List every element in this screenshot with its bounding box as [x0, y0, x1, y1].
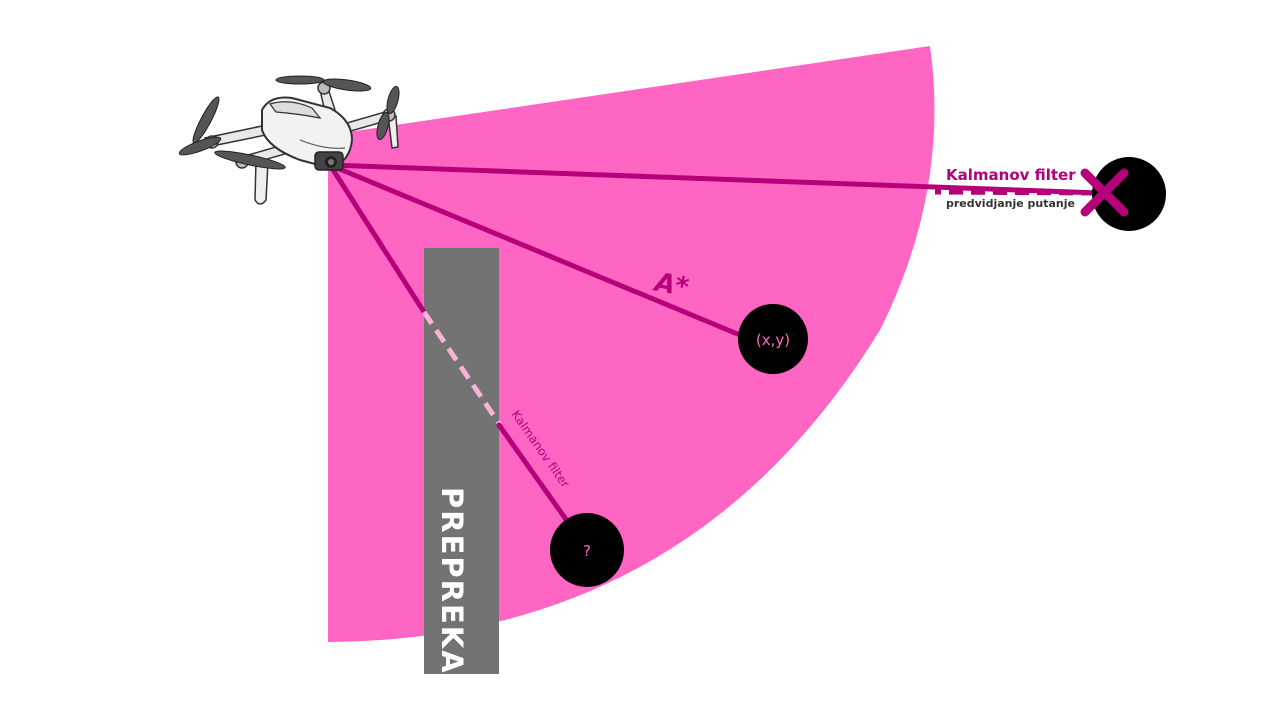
path-line-to-obstacle — [327, 162, 427, 315]
target-hidden — [550, 513, 624, 587]
path-line-kalman-top — [327, 162, 1103, 196]
target-lost — [1092, 157, 1166, 231]
sensor-cone — [328, 46, 935, 642]
x-mark-icon — [1080, 168, 1129, 217]
obstacle-label: PREPREKA — [435, 487, 469, 675]
kalman-top-sublabel: predvidjanje putanje — [946, 197, 1075, 210]
path-line-astar — [327, 162, 755, 343]
path-line-kalman-diag — [496, 422, 573, 528]
kalman-top-label: Kalmanov filter — [946, 166, 1076, 184]
path-line-hidden-dashed — [421, 310, 503, 427]
astar-label: A* — [651, 267, 692, 303]
path-line-dashed-top — [934, 189, 1096, 196]
target-known — [738, 304, 808, 374]
target-known-label: (x,y) — [756, 331, 790, 349]
target-hidden-label: ? — [583, 542, 591, 560]
drone-icon — [178, 75, 400, 205]
obstacle-wall — [424, 248, 499, 674]
